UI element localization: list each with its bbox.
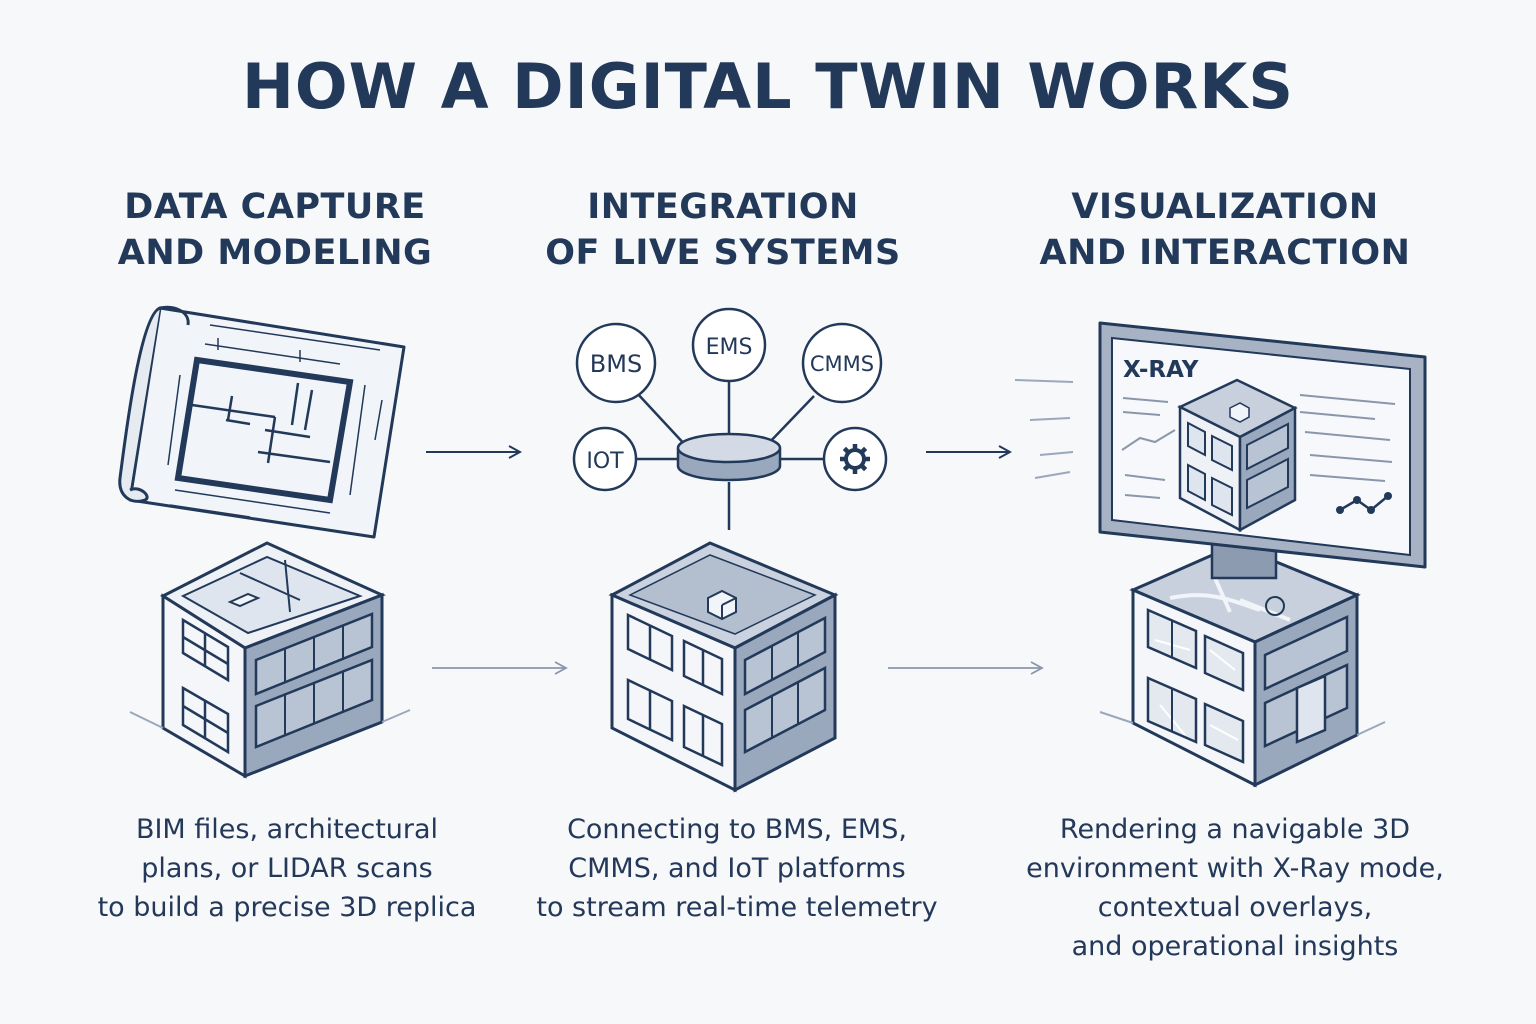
ems-node: EMS — [691, 307, 767, 383]
description-line: to stream real-time telemetry — [536, 892, 938, 923]
building-xray-icon — [1099, 543, 1386, 788]
screen-building-icon — [1177, 378, 1298, 533]
description-line: contextual overlays, — [1097, 892, 1373, 923]
iot-label: IOT — [586, 449, 624, 474]
bms-label: BMS — [590, 350, 642, 378]
description-line: plans, or LIDAR scans — [141, 853, 433, 884]
description-line: BIM files, architectural — [135, 814, 439, 845]
step-description-visualization: Rendering a navigable 3D environment wit… — [1000, 810, 1470, 966]
heading-line: DATA CAPTURE — [124, 187, 426, 227]
heading-line: OF LIVE SYSTEMS — [545, 233, 901, 273]
description-line: CMMS, and IoT platforms — [568, 853, 906, 884]
step-description-data-capture: BIM files, architectural plans, or LIDAR… — [52, 810, 522, 927]
building-connected-icon — [608, 541, 839, 793]
description-line: to build a precise 3D replica — [97, 892, 477, 923]
step-description-integration: Connecting to BMS, EMS, CMMS, and IoT pl… — [502, 810, 972, 927]
xray-mode-label: X-RAY — [1123, 357, 1199, 383]
heading-line: INTEGRATION — [587, 187, 859, 227]
integration-hub: BMS EMS CMMS IOT — [572, 307, 888, 530]
heading-line: VISUALIZATION — [1071, 187, 1379, 227]
step-heading-visualization: VISUALIZATION AND INTERACTION — [1005, 184, 1445, 276]
iot-node: IOT — [572, 426, 638, 492]
sparkline-icon — [1339, 495, 1389, 512]
description-line: Rendering a navigable 3D — [1059, 814, 1411, 845]
description-line: and operational insights — [1071, 931, 1399, 962]
building-model-icon — [129, 541, 411, 779]
page-title: HOW A DIGITAL TWIN WORKS — [242, 50, 1294, 123]
gear-icon — [840, 444, 870, 474]
cmms-node: CMMS — [801, 322, 883, 404]
description-line: Connecting to BMS, EMS, — [567, 814, 907, 845]
settings-node — [822, 426, 888, 492]
step-heading-integration: INTEGRATION OF LIVE SYSTEMS — [503, 184, 943, 276]
heading-line: AND INTERACTION — [1039, 233, 1411, 273]
description-line: environment with X-Ray mode, — [1026, 853, 1444, 884]
cmms-label: CMMS — [810, 352, 874, 376]
heading-line: AND MODELING — [117, 233, 433, 273]
ems-label: EMS — [706, 335, 753, 360]
monitor-icon: X-RAY — [1014, 321, 1427, 580]
bms-node: BMS — [575, 322, 657, 404]
step-heading-data-capture: DATA CAPTURE AND MODELING — [55, 184, 495, 276]
blueprint-icon — [118, 305, 406, 539]
